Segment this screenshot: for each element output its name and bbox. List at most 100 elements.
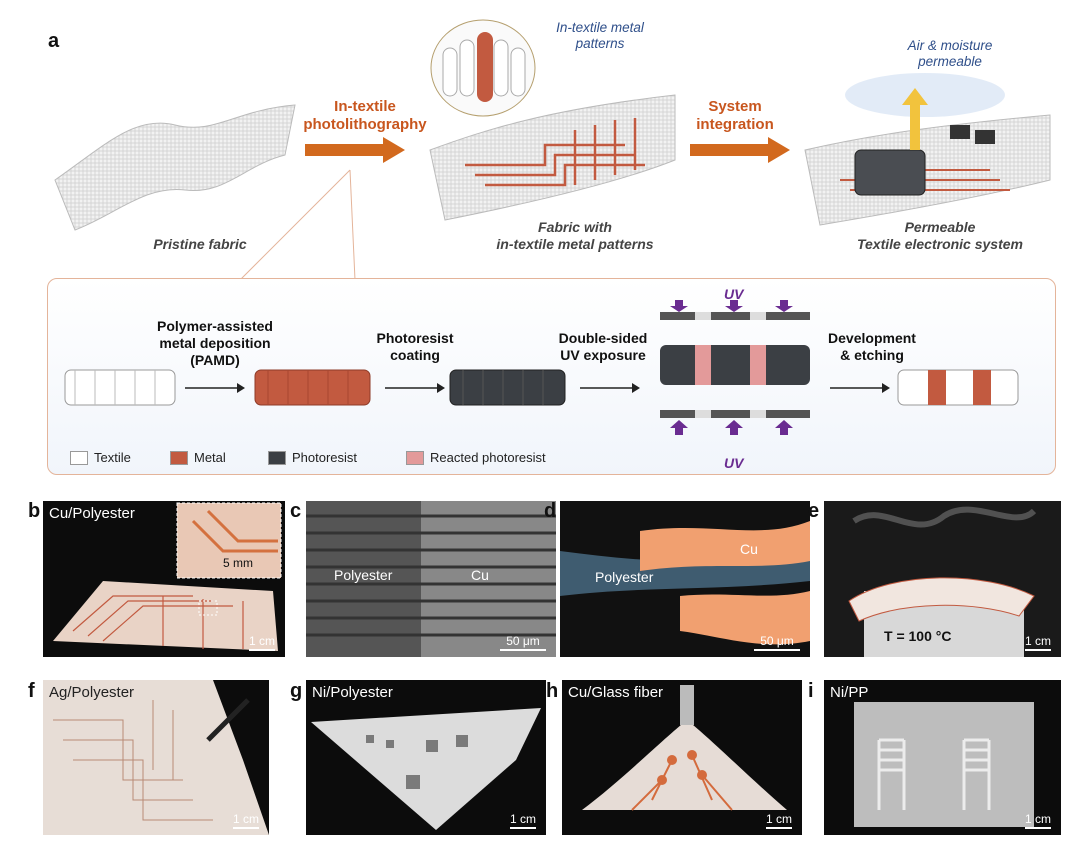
legend-reacted-photoresist: Reacted photoresist bbox=[406, 450, 546, 465]
scale-label: 1 cm bbox=[232, 812, 259, 826]
orange-arrow-icon bbox=[690, 137, 790, 163]
sem-fibers-image bbox=[306, 501, 556, 657]
scale-bar: 1 cm bbox=[1024, 634, 1051, 651]
process-arrow-icon bbox=[385, 383, 445, 393]
patterned-fabric-caption: Fabric with in-textile metal patterns bbox=[496, 219, 654, 252]
step-uv-exposure-label: Double-sided UV exposure bbox=[558, 330, 648, 363]
photo-h-label: Cu/Glass fiber bbox=[568, 684, 664, 701]
temperature-label: T = 100 °C bbox=[884, 628, 952, 644]
photo-c-sem: Polyester Cu 50 μm bbox=[306, 501, 556, 657]
panel-letter-a: a bbox=[48, 30, 60, 52]
scale-bar: 1 cm bbox=[232, 812, 259, 829]
ni-polyester-image bbox=[311, 708, 541, 830]
legend-swatch bbox=[70, 450, 88, 465]
cu-glass-fiber-image bbox=[582, 685, 787, 811]
step-photoresist-label: Photoresist coating bbox=[376, 330, 454, 363]
metal-pattern-zoom-inset bbox=[430, 19, 536, 117]
panel-letter-f: f bbox=[28, 680, 35, 702]
photo-i-ni-pp: Ni/PP 1 cm bbox=[824, 680, 1061, 835]
system-integration-arrow-label: System integration bbox=[696, 98, 774, 133]
scale-line bbox=[754, 649, 800, 651]
scale-line bbox=[765, 827, 792, 829]
textile-weave-illustration bbox=[64, 369, 176, 406]
legend-metal: Metal bbox=[170, 450, 226, 465]
legend-textile: Textile bbox=[70, 450, 131, 465]
photoresist-coated-textile-illustration bbox=[449, 369, 566, 406]
process-arrow-icon bbox=[580, 383, 640, 393]
heated-textile-image bbox=[848, 506, 1037, 657]
scale-bar: 1 cm bbox=[1024, 812, 1051, 829]
legend-swatch bbox=[268, 450, 286, 465]
scale-line bbox=[1024, 827, 1051, 829]
patterned-fabric-illustration bbox=[429, 94, 676, 221]
panel-letter-c: c bbox=[290, 500, 302, 522]
scale-bar: 1 cm bbox=[248, 634, 275, 651]
photo-b-label: Cu/Polyester bbox=[49, 505, 135, 522]
scale-line bbox=[248, 649, 275, 651]
double-sided-uv-illustration bbox=[660, 300, 810, 435]
photo-f-ag-polyester: Ag/Polyester 1 cm bbox=[43, 680, 269, 835]
legend-swatch bbox=[170, 450, 188, 465]
panel-letter-b: b bbox=[28, 500, 41, 522]
photolithography-arrow-label: In-textile photolithography bbox=[303, 98, 427, 133]
legend-swatch bbox=[406, 450, 424, 465]
cu-label: Cu bbox=[471, 567, 489, 583]
legend-label: Reacted photoresist bbox=[430, 450, 546, 465]
photo-d-sem-colored: Polyester Cu 50 μm bbox=[560, 501, 810, 657]
orange-arrow-icon bbox=[305, 137, 405, 163]
scale-label: 1 cm bbox=[1024, 634, 1051, 648]
photo-b-cu-polyester: Cu/Polyester 5 mm 1 cm bbox=[43, 501, 285, 657]
cu-polyester-board-image bbox=[53, 502, 282, 651]
process-arrow-icon bbox=[830, 383, 890, 393]
process-arrow-icon bbox=[185, 383, 245, 393]
scale-line bbox=[232, 827, 259, 829]
step-pamd-label: Polymer-assisted metal deposition (PAMD) bbox=[157, 318, 273, 368]
panel-letter-d: d bbox=[544, 500, 557, 522]
photo-i-label: Ni/PP bbox=[830, 684, 869, 701]
uv-label-top: UV bbox=[724, 286, 744, 302]
uv-label-bottom: UV bbox=[724, 455, 744, 471]
inset-scale-label: 5 mm bbox=[223, 556, 253, 570]
scale-line bbox=[500, 649, 546, 651]
polyester-label: Polyester bbox=[595, 569, 654, 585]
photo-g-label: Ni/Polyester bbox=[312, 684, 393, 701]
ni-pp-image bbox=[854, 702, 1034, 827]
inset-label: In-textile metal patterns bbox=[556, 20, 644, 51]
scale-label: 50 μm bbox=[506, 634, 540, 648]
scale-line bbox=[509, 827, 536, 829]
scale-label: 1 cm bbox=[1024, 812, 1051, 826]
textile-system-caption: Permeable Textile electronic system bbox=[856, 219, 1023, 252]
zoom-connector-lines bbox=[239, 169, 356, 281]
legend-label: Textile bbox=[94, 450, 131, 465]
panel-letter-h: h bbox=[546, 680, 559, 702]
panel-letter-i: i bbox=[808, 680, 814, 702]
photo-g-ni-polyester: Ni/Polyester 1 cm bbox=[306, 680, 546, 835]
scale-label: 50 μm bbox=[760, 634, 794, 648]
legend-label: Photoresist bbox=[292, 450, 358, 465]
photo-h-cu-glass-fiber: Cu/Glass fiber 1 cm bbox=[562, 680, 802, 835]
scale-bar: 1 cm bbox=[509, 812, 536, 829]
scale-bar: 50 μm bbox=[754, 634, 800, 651]
scale-label: 1 cm bbox=[509, 812, 536, 826]
panel-letter-g: g bbox=[290, 680, 303, 702]
textile-electronic-system-illustration bbox=[804, 73, 1051, 226]
photo-f-label: Ag/Polyester bbox=[49, 684, 135, 701]
pristine-fabric-illustration bbox=[54, 104, 296, 231]
scale-bar: 1 cm bbox=[765, 812, 792, 829]
colored-fibers-image bbox=[560, 521, 810, 645]
scale-line bbox=[1024, 649, 1051, 651]
ag-polyester-image bbox=[43, 680, 269, 835]
patterned-textile-illustration bbox=[897, 369, 1019, 406]
scale-label: 1 cm bbox=[765, 812, 792, 826]
step-etching-label: Development & etching bbox=[828, 330, 916, 363]
air-moisture-label: Air & moisture permeable bbox=[907, 38, 993, 69]
photo-e-heated: T = 100 °C 1 cm bbox=[824, 501, 1061, 657]
legend-photoresist: Photoresist bbox=[268, 450, 357, 465]
panel-letter-e: e bbox=[808, 500, 820, 522]
metal-coated-textile-illustration bbox=[254, 369, 371, 406]
pristine-fabric-caption: Pristine fabric bbox=[153, 236, 247, 252]
scale-bar: 50 μm bbox=[500, 634, 546, 651]
polyester-label: Polyester bbox=[334, 567, 393, 583]
legend-label: Metal bbox=[194, 450, 226, 465]
scale-label: 1 cm bbox=[248, 634, 275, 648]
